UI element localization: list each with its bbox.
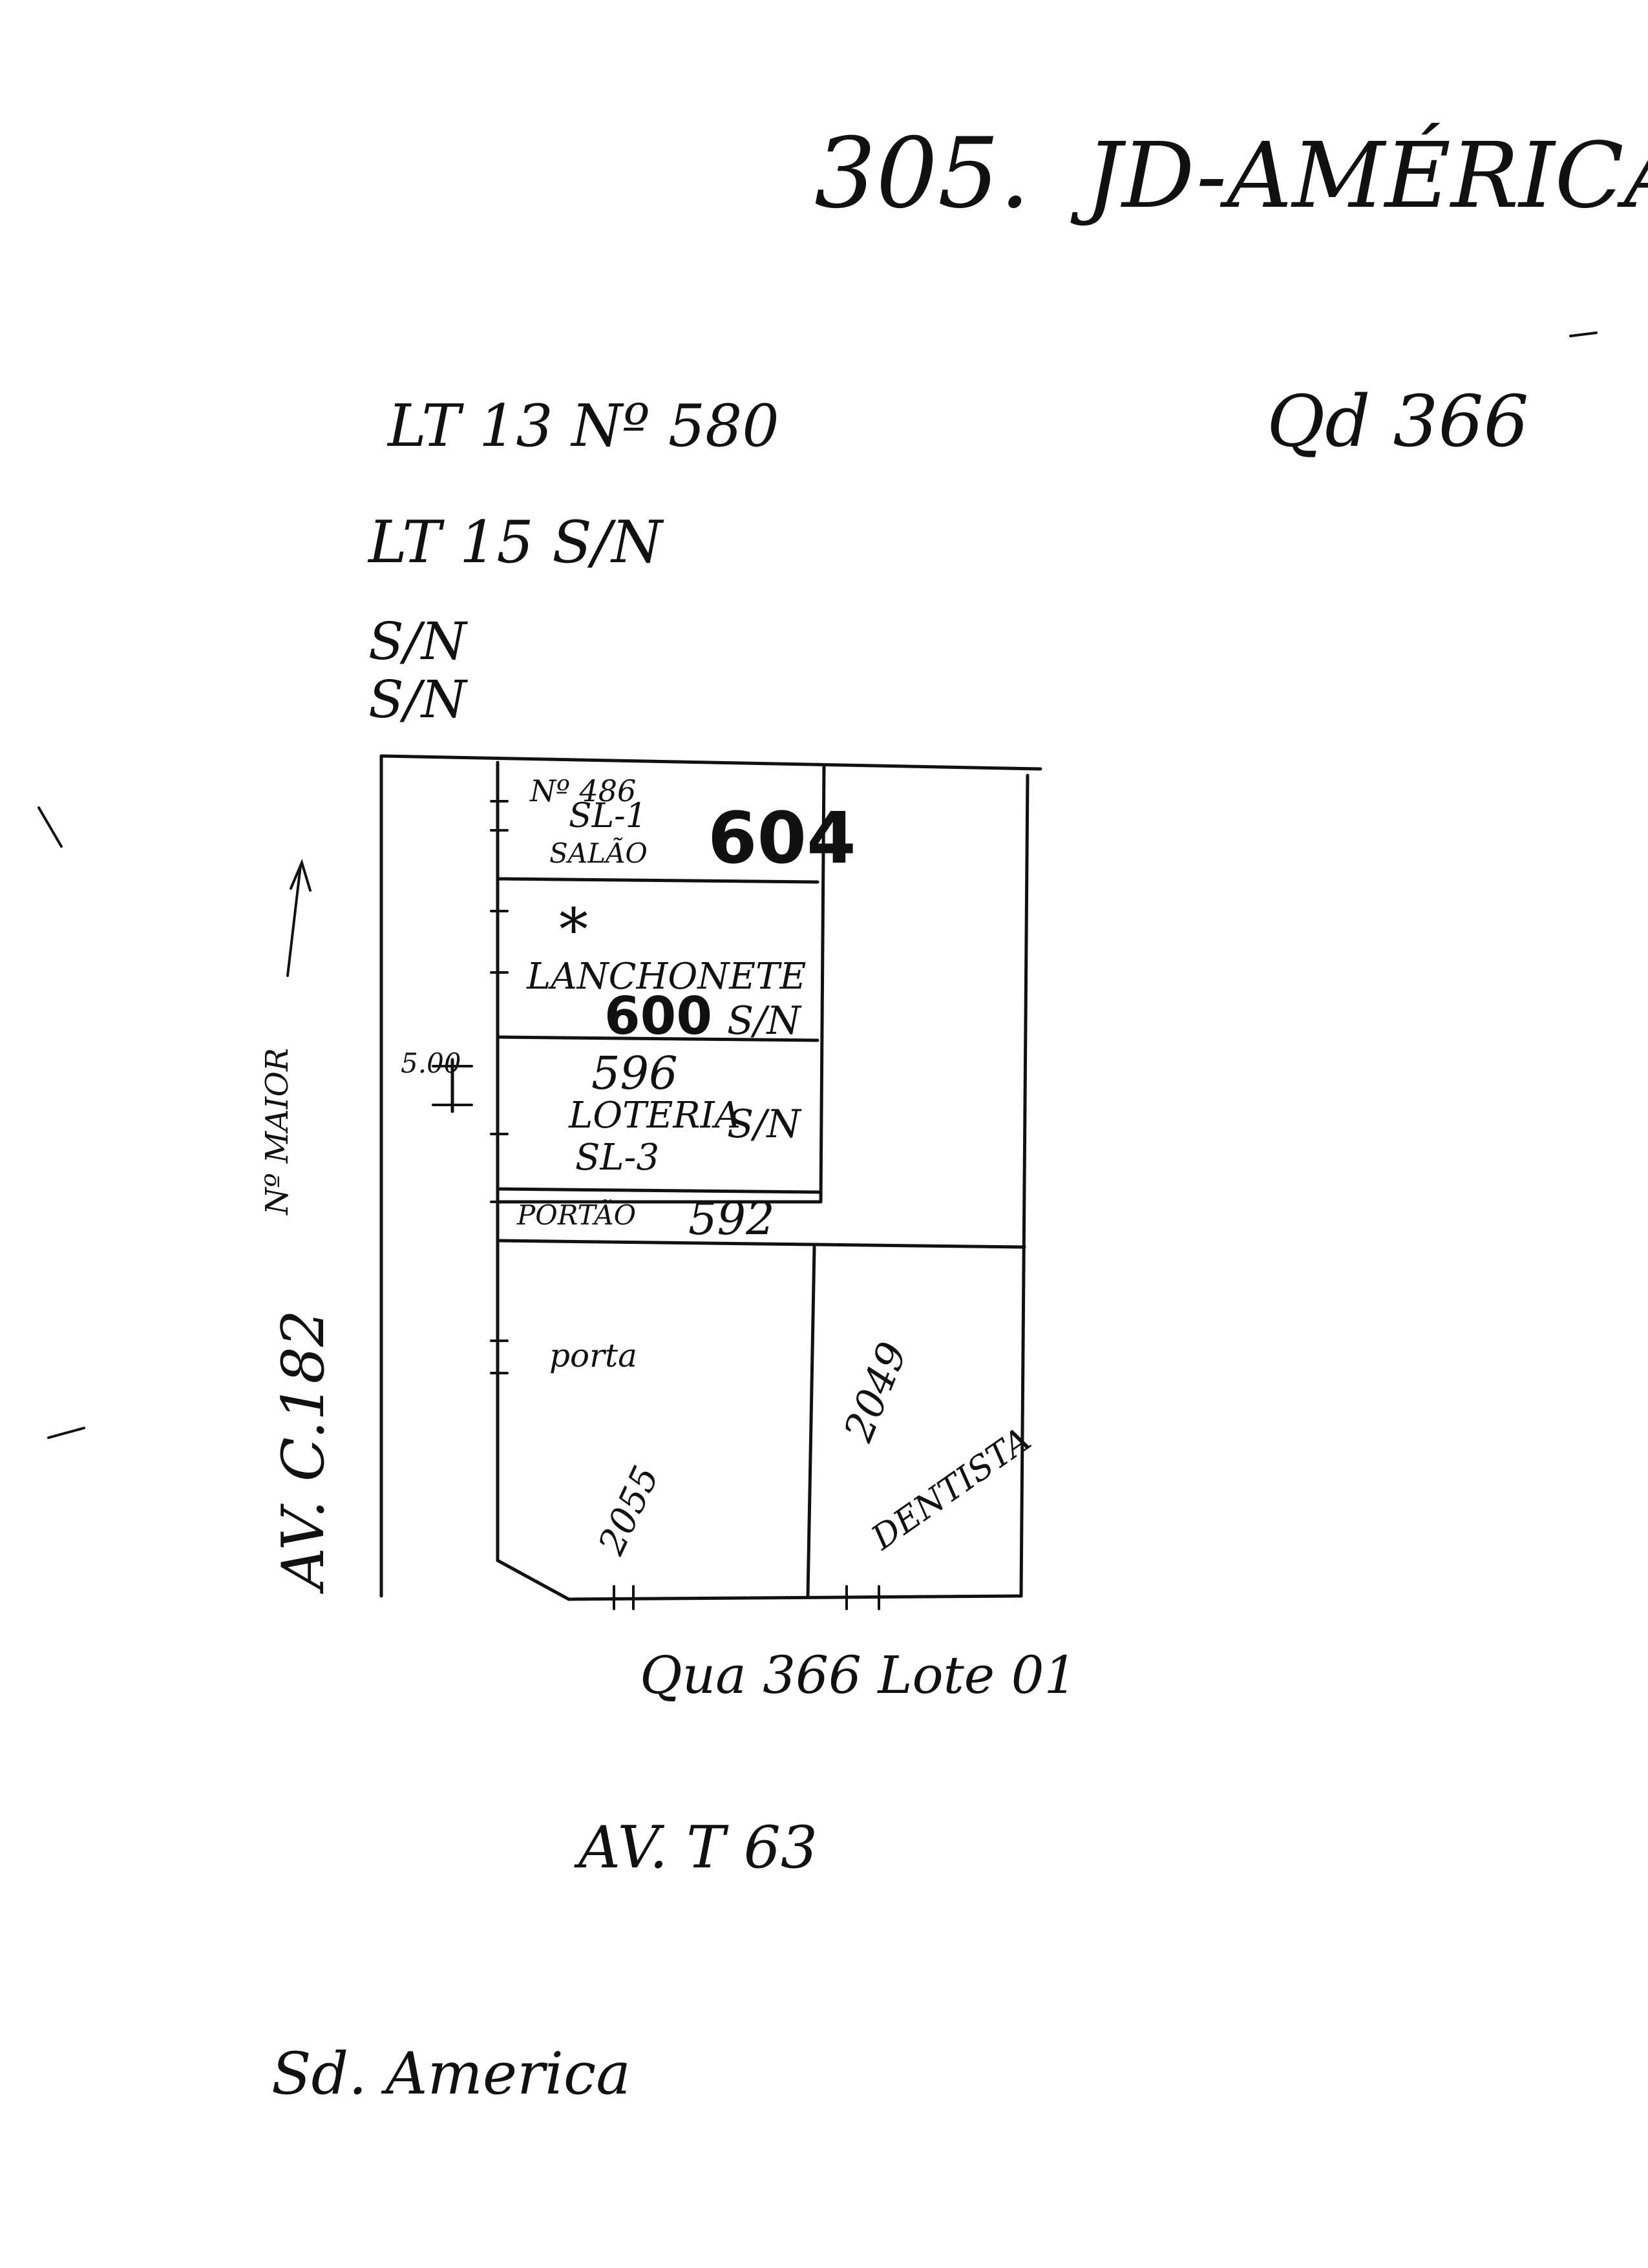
unit4-number: 592: [688, 1192, 775, 1245]
unit4-label: PORTÃO: [516, 1199, 636, 1231]
note-lt13: LT 13 Nº 580: [386, 392, 779, 460]
unit3-extra: S/N: [727, 1102, 802, 1147]
unit6-label: DENTISTA: [864, 1420, 1038, 1558]
unit1-number: Nº 486: [529, 773, 636, 808]
unit5-label: porta: [549, 1337, 637, 1374]
footer-neighborhood: Sd. America: [271, 2040, 631, 2108]
unit2-extra: *: [559, 896, 588, 964]
measure-marker: 5.00: [401, 1047, 473, 1113]
unit1-label: SL-1: [569, 797, 647, 835]
note-lt15: LT 15 S/N: [367, 509, 664, 576]
street-bottom-block: Qua 366 Lote 01: [640, 1645, 1077, 1705]
unit1-sub: SALÃO: [549, 837, 648, 869]
note-sn-b: S/N: [368, 669, 469, 730]
unit2-number: 600: [604, 986, 712, 1046]
street-bottom-avenue: AV. T 63: [574, 1814, 818, 1882]
unit3-sub: SL-3: [575, 1137, 659, 1179]
unit1-extra: 604: [708, 797, 856, 879]
stray-marks: [37, 331, 1598, 1439]
unit6-number: 2049: [834, 1336, 916, 1449]
unit5-number: 2055: [590, 1460, 668, 1562]
street-left-avenue: AV. C.182: [269, 1310, 337, 1594]
tick-marks: [490, 800, 880, 1610]
measure-label: 5.00: [401, 1047, 461, 1079]
note-sn-a: S/N: [368, 611, 469, 671]
plot-outline: [379, 754, 1042, 1601]
street-left-direction: Nº MAIOR: [259, 1048, 295, 1215]
header-number: 305.: [814, 118, 1030, 230]
unit3-label: LOTERIA: [568, 1095, 741, 1137]
unit2-label: LANCHONETE: [526, 956, 806, 998]
header-neighborhood: JD-AMÉRICA: [1070, 122, 1648, 229]
unit3-number: 596: [591, 1047, 678, 1100]
quadra-label: Qd 366: [1267, 380, 1529, 463]
direction-arrow-icon: [286, 859, 312, 977]
unit2-sub: S/N: [727, 998, 802, 1044]
